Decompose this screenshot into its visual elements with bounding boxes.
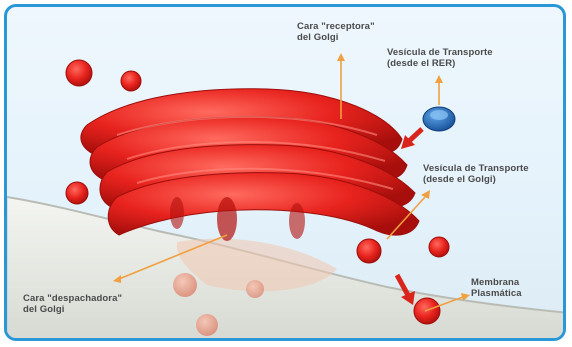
label-vesicula-golgi-line1: Vesícula de Transporte: [423, 163, 529, 174]
label-vesicula-rer-line2: (desde el RER): [387, 58, 493, 69]
label-membrana-plasmatica-line1: Membrana: [471, 277, 522, 288]
label-cara-despachadora-line1: Cara "despachadora": [23, 293, 122, 304]
label-vesicula-golgi-line2: (desde el Golgi): [423, 174, 529, 185]
label-vesicula-golgi: Vesícula de Transporte (desde el Golgi): [423, 163, 529, 185]
golgi-stack: [81, 89, 419, 241]
label-membrana-plasmatica: Membrana Plasmática: [471, 277, 522, 299]
label-cara-receptora-line2: del Golgi: [297, 32, 375, 43]
label-cara-receptora: Cara "receptora" del Golgi: [297, 21, 375, 43]
rer-transport-vesicle: [423, 107, 455, 131]
diagram-frame: Cara "receptora" del Golgi Vesícula de T…: [4, 4, 566, 341]
label-cara-despachadora: Cara "despachadora" del Golgi: [23, 293, 122, 315]
label-cara-receptora-line1: Cara "receptora": [297, 21, 375, 32]
label-membrana-plasmatica-line2: Plasmática: [471, 288, 522, 299]
label-cara-despachadora-line2: del Golgi: [23, 304, 122, 315]
label-vesicula-rer: Vesícula de Transporte (desde el RER): [387, 47, 493, 69]
label-vesicula-rer-line1: Vesícula de Transporte: [387, 47, 493, 58]
